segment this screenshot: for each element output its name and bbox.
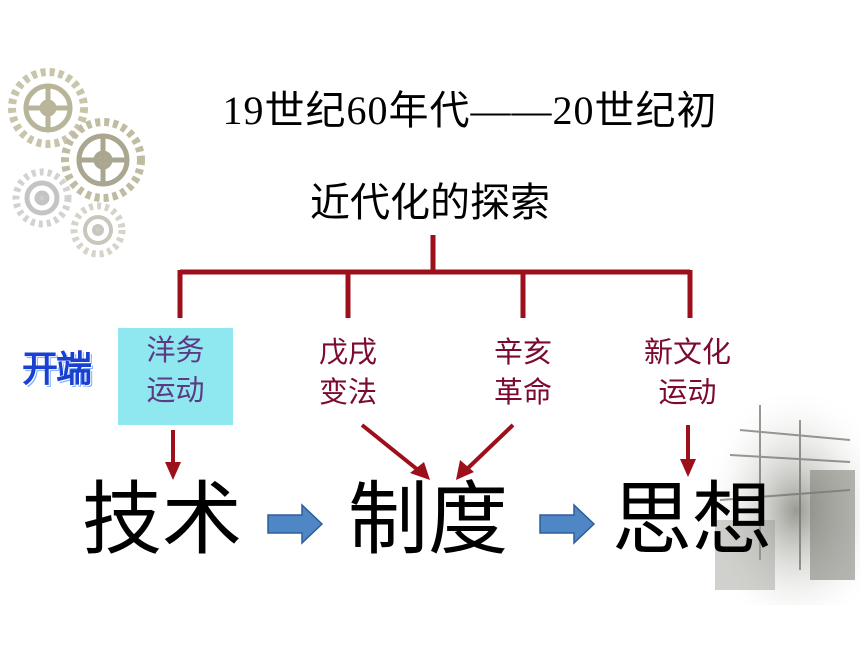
influence-arrows	[165, 423, 696, 480]
gear-icon	[61, 118, 145, 202]
branch-hundred-days-reform: 戊戌 变法	[298, 332, 398, 412]
branch-xinhai-revolution: 辛亥 革命	[473, 332, 573, 412]
branch-new-culture-movement: 新文化 运动	[625, 332, 750, 412]
stage-thought: 思想	[612, 473, 772, 566]
tree-connector	[177, 235, 693, 318]
branch-label-line1: 洋务	[146, 333, 205, 367]
stage-arrow	[539, 503, 596, 545]
period-title: 19世纪60年代——20世纪初	[222, 88, 718, 133]
branch-label-line2: 运动	[146, 373, 205, 407]
gear-icon	[12, 168, 72, 228]
stage-technology: 技术	[82, 473, 242, 566]
branch-label-line2: 运动	[658, 375, 717, 409]
branch-label-line2: 变法	[318, 375, 377, 409]
branch-label-line1: 戊戌	[318, 335, 377, 369]
gear-icon	[8, 68, 88, 148]
gear-icon	[70, 202, 126, 258]
branch-label-line1: 新文化	[643, 335, 731, 369]
branch-label-line1: 辛亥	[493, 335, 552, 369]
main-topic: 近代化的探索	[310, 180, 550, 226]
stage-institution: 制度	[348, 473, 508, 566]
stage-arrow	[267, 503, 324, 545]
branch-label-line2: 革命	[493, 375, 552, 409]
beginning-tag: 开端	[22, 349, 92, 390]
old-street-photo	[700, 395, 860, 605]
branch-westernization-movement: 洋务 运动	[118, 328, 233, 425]
